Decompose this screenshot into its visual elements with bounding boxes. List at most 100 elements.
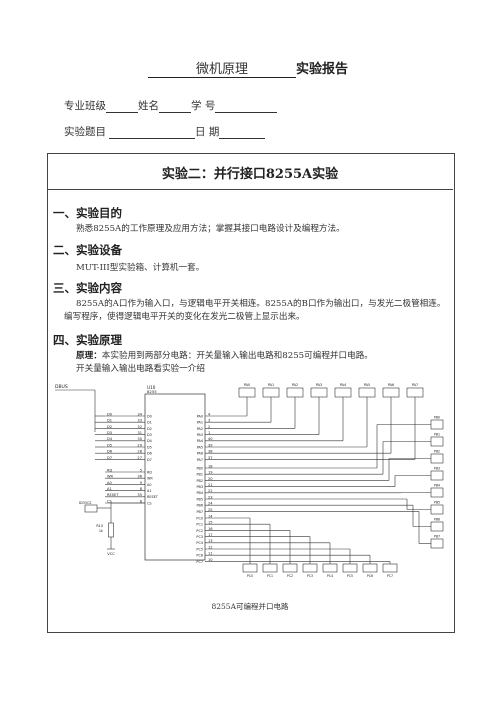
bottom-connector-box <box>302 563 318 573</box>
bottom-connector-label: PC0 <box>247 574 253 578</box>
pa-chip-pin-name: PA4 <box>197 439 203 443</box>
chip-pin-name: D2 <box>147 427 152 431</box>
left-pin-label: D6 <box>107 450 113 454</box>
pa-pin-num: 38 <box>208 450 213 454</box>
pc-chip-pin-name: PC7 <box>196 560 203 564</box>
top-connector-label: PA3 <box>316 383 322 387</box>
top-connector-label: PA0 <box>244 383 250 387</box>
pc-pin-num: 16 <box>208 527 213 531</box>
left-pin-label: D4 <box>107 437 113 441</box>
pb-pin-num: 20 <box>208 477 213 481</box>
resistor-label: R10 <box>96 524 103 528</box>
section-text-principle-2: 开关量输入输出电路看实验一介绍 <box>76 364 205 374</box>
chip-pin-name: WR <box>147 477 153 481</box>
left-pin-label: D5 <box>107 443 112 447</box>
diagram-caption: 8255A可编程并口电路 <box>211 602 289 611</box>
section-heading-content: 三、实验内容 <box>53 281 122 295</box>
bottom-connector-box <box>342 563 358 573</box>
pa-chip-pin-name: PA0 <box>197 414 203 418</box>
bottom-connector-label: PC1 <box>267 574 273 578</box>
resistor-value: 1k <box>99 529 103 533</box>
top-connector-box <box>382 387 400 398</box>
left-pin-label: D2 <box>107 425 112 429</box>
pc-pin-num: 15 <box>208 521 213 525</box>
report-label: 实验报告 <box>295 62 348 77</box>
bottom-connector-label: PC5 <box>347 574 353 578</box>
pb-pin-num: 22 <box>208 489 213 493</box>
left-pin-label: CS <box>107 499 113 503</box>
pb-pin-num: 19 <box>208 471 213 475</box>
pb-pin-num: 24 <box>208 502 213 506</box>
pc-chip-pin-name: PC1 <box>196 523 203 527</box>
pb-pin-num: 18 <box>208 464 213 468</box>
left-pin-num: 31 <box>137 431 142 435</box>
class-label: 专业班级 <box>64 100 106 112</box>
top-connector-box <box>238 387 256 398</box>
chip-pin-name: D5 <box>147 445 152 449</box>
bottom-connector-label: PC3 <box>307 574 313 578</box>
name-label: 姓名 <box>138 100 159 112</box>
right-connector-label: PB7 <box>434 535 440 539</box>
bottom-connector-box <box>322 563 338 573</box>
left-pin-num: 29 <box>137 443 142 447</box>
chip-pin-name: D4 <box>147 439 152 443</box>
principle-label: 原理： <box>76 351 102 361</box>
bottom-connector-label: PC7 <box>387 574 393 578</box>
pb-chip-pin-name: PB6 <box>196 504 203 508</box>
left-pin-label: D0 <box>107 412 113 416</box>
bottom-connector-box <box>262 563 278 573</box>
right-connector-box <box>430 504 444 515</box>
top-connector-label: PA2 <box>292 383 298 387</box>
pc-chip-pin-name: PC2 <box>196 529 203 533</box>
course-name: 微机原理 <box>147 58 296 78</box>
pb-chip-pin-name: PB0 <box>196 466 203 470</box>
id-field[interactable] <box>215 112 278 113</box>
topic-info-row: 实验题目日 期 <box>64 124 266 139</box>
pc-pin-num: 14 <box>208 514 213 518</box>
section-heading-purpose: 一、实验目的 <box>53 206 122 220</box>
pc-pin-num: 11 <box>208 552 213 556</box>
cs-box <box>84 504 98 513</box>
pa-chip-pin-name: PA1 <box>197 421 203 425</box>
student-info-row: 专业班级 姓名 学 号 <box>64 98 278 113</box>
chip-part: 8255 <box>147 389 157 394</box>
top-connector-box <box>358 387 376 398</box>
bottom-connector-box <box>362 563 378 573</box>
right-connector-label: PB1 <box>434 433 440 437</box>
pb-pin-num: 21 <box>208 483 213 487</box>
right-connector-label: PB4 <box>434 484 440 488</box>
left-pin-num: 5 <box>140 468 142 472</box>
left-pin-label: A1 <box>107 487 112 491</box>
id-label: 学 号 <box>191 100 216 112</box>
pb-chip-pin-name: PB3 <box>196 485 203 489</box>
right-connector-label: PB6 <box>434 518 440 522</box>
left-pin-label: RD <box>107 468 112 472</box>
pc-chip-pin-name: PC0 <box>196 516 203 520</box>
chip-pin-name: A1 <box>147 489 151 493</box>
pa-pin-num: 39 <box>208 443 213 447</box>
left-pin-num: 28 <box>137 450 142 454</box>
pa-pin-num: 3 <box>208 419 210 423</box>
name-field[interactable] <box>159 112 191 113</box>
pb-chip-pin-name: PB7 <box>196 510 203 514</box>
bottom-connector-label: PC4 <box>327 574 333 578</box>
chip-pin-name: D1 <box>147 421 152 425</box>
pa-pin-num: 40 <box>208 437 213 441</box>
top-connector-box <box>406 387 424 398</box>
right-connector-box <box>430 538 444 549</box>
date-field[interactable] <box>219 138 266 139</box>
class-field[interactable] <box>106 112 138 113</box>
top-connector-label: PA4 <box>340 383 346 387</box>
chip-label: U10 <box>147 385 156 390</box>
chip-pin-name: D6 <box>147 452 152 456</box>
bottom-connector-box <box>282 563 298 573</box>
top-connector-box <box>262 387 280 398</box>
topic-field[interactable] <box>109 138 195 139</box>
top-connector-label: PA1 <box>268 383 274 387</box>
right-connector-box <box>430 419 444 430</box>
chip-pin-name: D7 <box>147 458 152 462</box>
bottom-connector-label: PC2 <box>287 574 293 578</box>
left-pin-label: WR <box>107 475 114 479</box>
bottom-connector-label: PC6 <box>367 574 373 578</box>
